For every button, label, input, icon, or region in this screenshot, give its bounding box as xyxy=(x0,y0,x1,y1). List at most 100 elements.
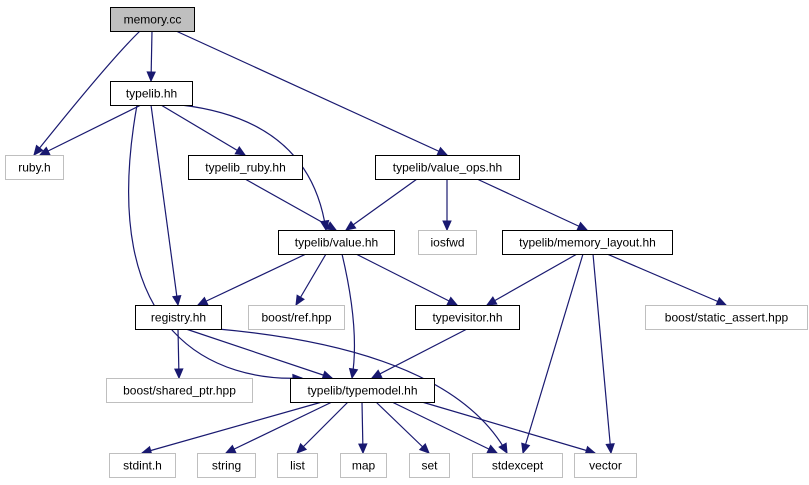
node-typelib-ruby-hh[interactable]: typelib_ruby.hh xyxy=(188,155,303,180)
edge-line xyxy=(355,253,458,306)
edge-line xyxy=(185,328,333,379)
arrowhead xyxy=(33,144,44,156)
node-box xyxy=(574,453,637,478)
edge-value_ops_hh-to-memory_layout_hh xyxy=(476,178,589,231)
node-box xyxy=(645,305,808,330)
edge-line xyxy=(141,401,323,454)
edge-memory_layout_hh-to-stdexcept xyxy=(521,253,584,455)
node-label: typelib_ruby.hh xyxy=(205,161,286,175)
arrowhead xyxy=(521,442,531,455)
arrowhead xyxy=(348,367,359,380)
node-registry-hh[interactable]: registry.hh xyxy=(135,305,222,330)
edge-value_hh-to-boost_ref_hpp xyxy=(295,253,327,307)
edge-typemodel_hh-to-string xyxy=(224,401,333,454)
node-label: list xyxy=(290,459,305,473)
edge-line xyxy=(225,401,333,454)
node-label: typelib.hh xyxy=(126,87,177,101)
edge-value_ops_hh-to-iosfwd xyxy=(442,179,452,232)
arrowhead xyxy=(345,220,357,231)
node-label: registry.hh xyxy=(151,311,206,325)
node-vector: vector xyxy=(574,453,637,478)
node-boost-ref-hpp: boost/ref.hpp xyxy=(248,305,345,330)
arrowhead xyxy=(370,369,383,379)
node-box xyxy=(472,453,563,478)
node-box xyxy=(110,81,193,106)
edge-typemodel_hh-to-map xyxy=(358,401,368,455)
node-label: typelib/value.hh xyxy=(295,236,378,250)
edge-registry_hh-to-shared_ptr_hpp xyxy=(174,328,184,380)
edge-line xyxy=(486,253,578,306)
edge-line xyxy=(476,178,588,231)
arrowhead xyxy=(196,296,209,306)
edge-typelib_hh-to-typelib_ruby_hh xyxy=(160,104,247,156)
arrowhead xyxy=(486,444,499,454)
arrowhead xyxy=(146,71,156,83)
node-typemodel-hh[interactable]: typelib/typemodel.hh xyxy=(290,378,435,403)
node-iosfwd: iosfwd xyxy=(418,230,477,255)
edge-line xyxy=(150,104,179,306)
node-label: typelib/typemodel.hh xyxy=(307,384,417,398)
edge-registry_hh-to-stdexcept xyxy=(217,328,508,455)
node-box xyxy=(375,155,520,180)
edge-typemodel_hh-to-list xyxy=(296,401,349,454)
node-label: stdexcept xyxy=(492,459,544,473)
node-box xyxy=(135,305,222,330)
edge-line xyxy=(217,328,508,454)
node-box xyxy=(248,305,345,330)
node-box xyxy=(109,453,176,478)
edge-memory_layout_hh-to-static_assert_hpp xyxy=(606,253,728,306)
edge-line xyxy=(341,253,356,379)
node-label: memory.cc xyxy=(124,13,182,27)
edge-typevisitor_hh-to-typemodel_hh xyxy=(370,328,468,379)
arrowhead xyxy=(446,296,459,306)
node-value-hh[interactable]: typelib/value.hh xyxy=(278,230,395,255)
edge-typelib_ruby_hh-to-value_hh xyxy=(244,178,338,231)
node-memory-cc[interactable]: memory.cc xyxy=(110,7,195,32)
node-box xyxy=(277,453,318,478)
node-box xyxy=(110,7,195,32)
graph-nodes: memory.cc ruby.h typelib.hh typelib_ruby.hh… xyxy=(5,7,808,478)
edge-memory_cc-to-value_ops_hh xyxy=(175,30,449,156)
edge-line xyxy=(175,30,448,156)
node-label: boost/shared_ptr.hpp xyxy=(123,384,236,398)
node-label: set xyxy=(421,459,438,473)
node-map: map xyxy=(340,453,387,478)
node-ruby-h: ruby.h xyxy=(5,155,64,180)
node-shared-ptr-hpp: boost/shared_ptr.hpp xyxy=(106,378,253,403)
node-label: string xyxy=(212,459,241,473)
edge-value_hh-to-typevisitor_hh xyxy=(355,253,459,306)
edge-line xyxy=(522,253,584,454)
edge-typelib_hh-to-registry_hh xyxy=(150,104,182,307)
edge-line xyxy=(197,253,307,306)
edge-line xyxy=(592,253,612,454)
node-typevisitor-hh[interactable]: typevisitor.hh xyxy=(415,305,520,330)
node-box xyxy=(5,155,64,180)
edge-line xyxy=(391,401,498,454)
arrowhead xyxy=(295,294,305,307)
node-box xyxy=(409,453,450,478)
edge-memory_cc-to-ruby_h xyxy=(33,30,141,156)
edge-line xyxy=(295,253,327,306)
node-box xyxy=(188,155,303,180)
edge-line xyxy=(128,104,303,379)
arrowhead xyxy=(485,296,498,306)
node-typelib-hh[interactable]: typelib.hh xyxy=(110,81,193,106)
arrowhead xyxy=(38,146,51,156)
arrowhead xyxy=(172,294,182,307)
node-value-ops-hh[interactable]: typelib/value_ops.hh xyxy=(375,155,520,180)
node-label: stdint.h xyxy=(123,459,162,473)
node-memory-layout-hh[interactable]: typelib/memory_layout.hh xyxy=(502,230,673,255)
arrowhead xyxy=(321,370,334,380)
edge-value_hh-to-registry_hh xyxy=(196,253,307,306)
edge-memory_cc-to-typelib_hh xyxy=(146,30,156,83)
arrowhead xyxy=(325,221,338,231)
arrowhead xyxy=(605,443,615,455)
node-stdexcept: stdexcept xyxy=(472,453,563,478)
node-box xyxy=(418,230,477,255)
node-box xyxy=(290,378,435,403)
node-list: list xyxy=(277,453,318,478)
node-string: string xyxy=(197,453,256,478)
edge-line xyxy=(345,178,418,231)
edge-line xyxy=(606,253,727,306)
edge-memory_layout_hh-to-vector xyxy=(592,253,615,455)
